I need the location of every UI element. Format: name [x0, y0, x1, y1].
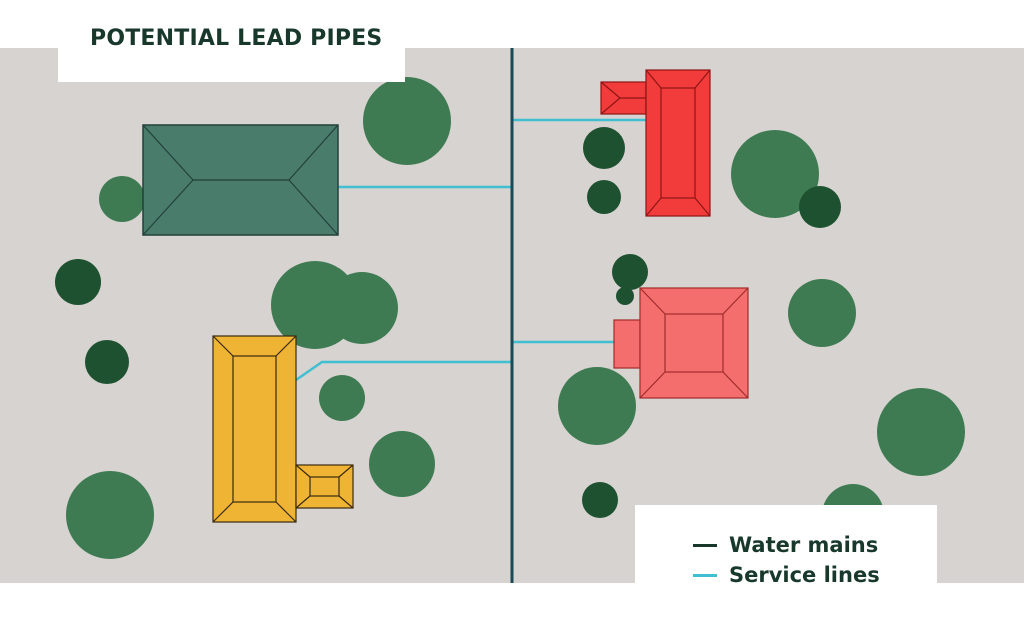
legend-swatch-water-mains [693, 543, 717, 547]
trees-light [66, 77, 965, 559]
tree-icon [99, 176, 145, 222]
service-lines [295, 118, 646, 382]
tree-icon [582, 482, 618, 518]
house-yellow [212, 335, 354, 523]
legend-item-service-lines: Service lines [693, 563, 880, 587]
tree-icon [558, 367, 636, 445]
tree-icon [788, 279, 856, 347]
tree-icon [85, 340, 129, 384]
tree-icon [612, 254, 648, 290]
tree-icon [799, 186, 841, 228]
tree-icon [363, 77, 451, 165]
tree-icon [66, 471, 154, 559]
legend: Water mains Service lines [635, 505, 937, 617]
house-red [600, 69, 711, 217]
tree-icon [369, 431, 435, 497]
tree-icon [319, 375, 365, 421]
tree-icon [616, 287, 634, 305]
page-title: POTENTIAL LEAD PIPES [90, 26, 383, 51]
tree-icon [731, 130, 819, 218]
service-line-yellow-house [295, 360, 512, 382]
house-pink [613, 287, 749, 399]
tree-icon [271, 261, 359, 349]
trees-dark [55, 127, 841, 518]
house-green [142, 124, 339, 236]
tree-icon [877, 388, 965, 476]
legend-item-water-mains: Water mains [693, 533, 878, 557]
tree-icon [583, 127, 625, 169]
tree-icon [587, 180, 621, 214]
title-panel: POTENTIAL LEAD PIPES [58, 0, 405, 82]
tree-icon [55, 259, 101, 305]
legend-label: Service lines [729, 563, 880, 587]
legend-swatch-service-lines [693, 573, 717, 577]
legend-label: Water mains [729, 533, 879, 557]
